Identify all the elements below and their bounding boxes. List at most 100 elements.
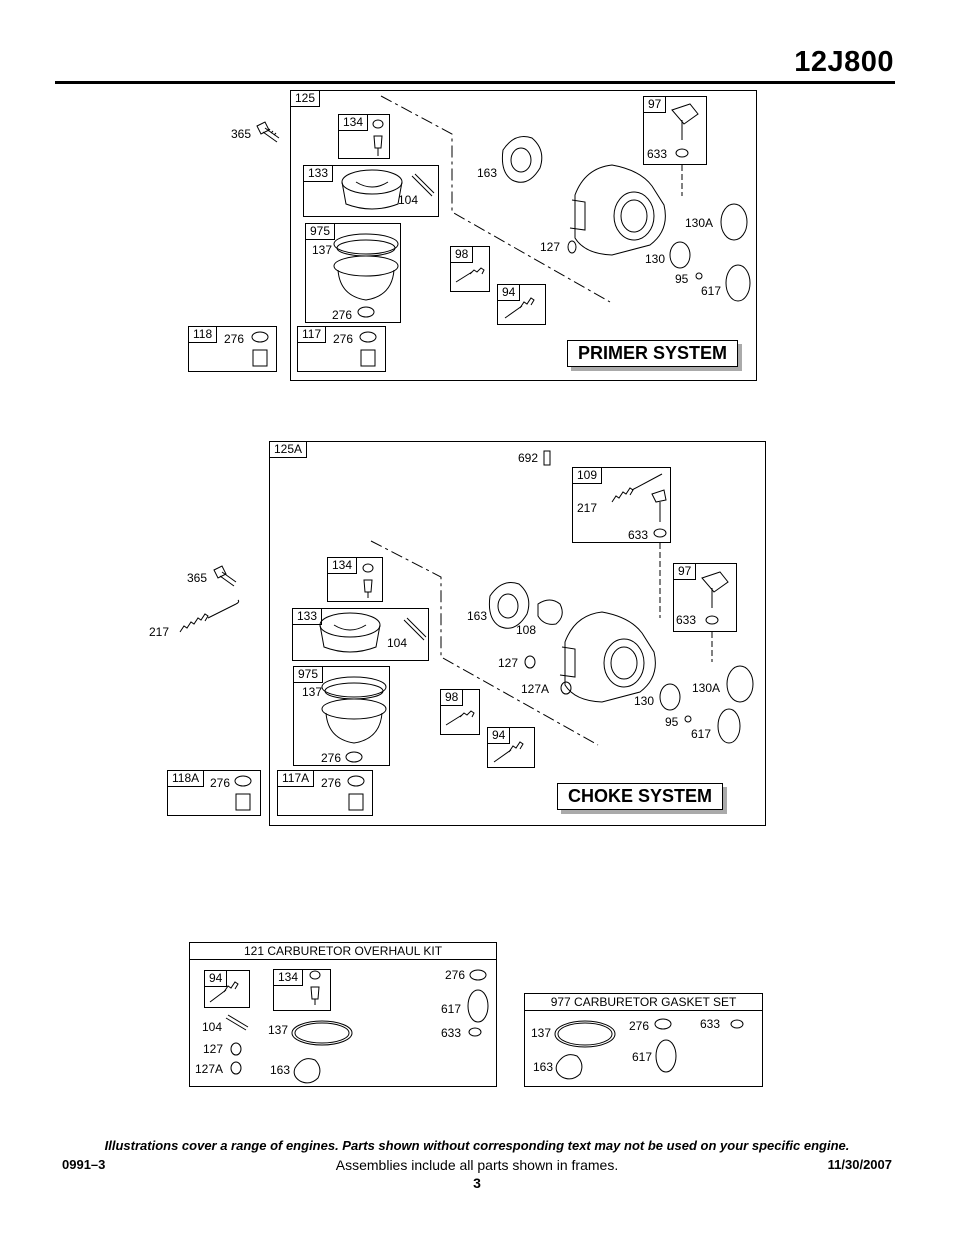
part-label: 163 xyxy=(477,166,498,180)
footer-code: 0991–3 xyxy=(62,1157,106,1172)
primer-bulb-icon xyxy=(362,563,374,598)
part-label: 276 xyxy=(321,776,342,790)
part-label: 108 xyxy=(516,623,537,637)
part-label: 104 xyxy=(387,636,408,650)
primer-lever-icon xyxy=(671,103,699,158)
part-label: 276 xyxy=(321,751,342,765)
mixture-screw-icon xyxy=(209,981,239,1003)
part-label: 137 xyxy=(268,1023,289,1037)
part-label: 130 xyxy=(634,694,655,708)
part-label: 365 xyxy=(231,127,252,141)
part-label: 617 xyxy=(701,284,722,298)
primer-subframe-134: 134 xyxy=(338,114,390,159)
choke-plate-icon xyxy=(537,599,563,625)
choke-subframe-98: 98 xyxy=(440,689,480,735)
part-label: 104 xyxy=(202,1020,223,1034)
choke-subframe-133: 133 xyxy=(292,608,429,661)
part-label: 127A xyxy=(195,1062,224,1076)
gasket-set-frame: 977 CARBURETOR GASKET SET xyxy=(524,993,763,1087)
overhaul-kit-frame: 121 CARBURETOR OVERHAUL KIT xyxy=(189,942,497,1087)
primer-subframe-97: 97 xyxy=(643,96,707,165)
gasket-set-title: 977 CARBURETOR GASKET SET xyxy=(525,994,762,1011)
float-bowl-icon xyxy=(319,612,381,653)
footer-disclaimer: Illustrations cover a range of engines. … xyxy=(104,1138,850,1153)
part-label: 617 xyxy=(441,1002,462,1016)
washer-icon xyxy=(469,969,487,981)
o-ring-icon xyxy=(725,264,751,302)
idle-screw-icon xyxy=(445,710,475,726)
seal-icon xyxy=(524,655,536,669)
part-label: 217 xyxy=(149,625,170,639)
part-label: 163 xyxy=(467,609,488,623)
part-label: 633 xyxy=(647,147,668,161)
plate-icon xyxy=(720,203,748,241)
part-label: 276 xyxy=(629,1019,650,1033)
page-number: 3 xyxy=(473,1175,481,1191)
seal-icon xyxy=(230,1042,242,1056)
washer-icon xyxy=(654,1018,672,1030)
part-label: 137 xyxy=(302,685,323,699)
part-label: 127 xyxy=(203,1042,224,1056)
choke-frame-tag: 125A xyxy=(270,442,308,458)
footer-date: 11/30/2007 xyxy=(827,1157,892,1172)
pin-icon xyxy=(225,1014,249,1031)
part-label: 130A xyxy=(685,216,714,230)
part-label: 276 xyxy=(333,332,354,346)
gasket-ring-icon xyxy=(321,676,387,744)
primer-subframe-98: 98 xyxy=(450,246,490,292)
part-label: 95 xyxy=(675,272,689,286)
primer-subframe-117: 117 xyxy=(297,326,386,372)
primer-subframe-94: 94 xyxy=(497,284,546,325)
o-ring-icon xyxy=(655,1039,677,1073)
primer-bulb-icon xyxy=(309,970,321,1005)
gasket-icon xyxy=(555,1054,583,1080)
gasket-ring-icon xyxy=(291,1020,353,1046)
choke-subframe-97: 97 xyxy=(673,563,737,632)
part-label: 276 xyxy=(224,332,245,346)
kit-subframe-94: 94 xyxy=(204,970,250,1008)
seal-icon xyxy=(560,681,572,695)
part-label: 137 xyxy=(531,1026,552,1040)
pin-icon xyxy=(403,617,427,641)
choke-subframe-117A: 117A xyxy=(277,770,373,816)
gasket-ring-icon xyxy=(333,233,399,301)
choke-subframe-134: 134 xyxy=(327,557,383,602)
carburetor-icon xyxy=(559,611,656,703)
part-label: 276 xyxy=(445,968,466,982)
carburetor-icon xyxy=(569,164,666,256)
choke-subframe-109: 109 xyxy=(572,467,671,543)
part-label: 217 xyxy=(577,501,598,515)
o-ring-icon xyxy=(467,989,489,1023)
part-label: 633 xyxy=(628,528,649,542)
primer-subframe-133: 133 xyxy=(303,165,439,217)
part-label: 95 xyxy=(665,715,679,729)
seal-icon xyxy=(567,240,577,254)
pin-icon xyxy=(411,173,435,197)
governor-spring-icon xyxy=(179,599,240,633)
choke-subframe-94: 94 xyxy=(487,727,535,768)
part-label: 163 xyxy=(270,1063,291,1077)
primer-system-label: PRIMER SYSTEM xyxy=(567,340,739,367)
part-label: 633 xyxy=(700,1017,721,1031)
washer-icon xyxy=(345,751,363,763)
choke-frame: 125A xyxy=(269,441,766,826)
primer-frame: 125 xyxy=(290,90,757,381)
part-label: 137 xyxy=(312,243,333,257)
mixture-screw-icon xyxy=(493,741,524,763)
washer-icon xyxy=(357,306,375,318)
part-label: 127 xyxy=(498,656,519,670)
footer-assemblies-note: Assemblies include all parts shown in fr… xyxy=(335,1157,619,1173)
gasket-ring-icon xyxy=(554,1020,616,1048)
part-label: 276 xyxy=(210,776,231,790)
primer-subframe-118: 118 xyxy=(188,326,277,372)
spring-icon xyxy=(543,450,551,466)
primer-bulb-icon xyxy=(372,119,384,156)
seal-icon xyxy=(230,1061,242,1075)
overhaul-kit-title: 121 CARBURETOR OVERHAUL KIT xyxy=(190,943,496,960)
primer-frame-tag: 125 xyxy=(291,91,321,107)
float-bowl-icon xyxy=(341,169,403,210)
primer-subframe-975: 975 xyxy=(305,223,401,323)
